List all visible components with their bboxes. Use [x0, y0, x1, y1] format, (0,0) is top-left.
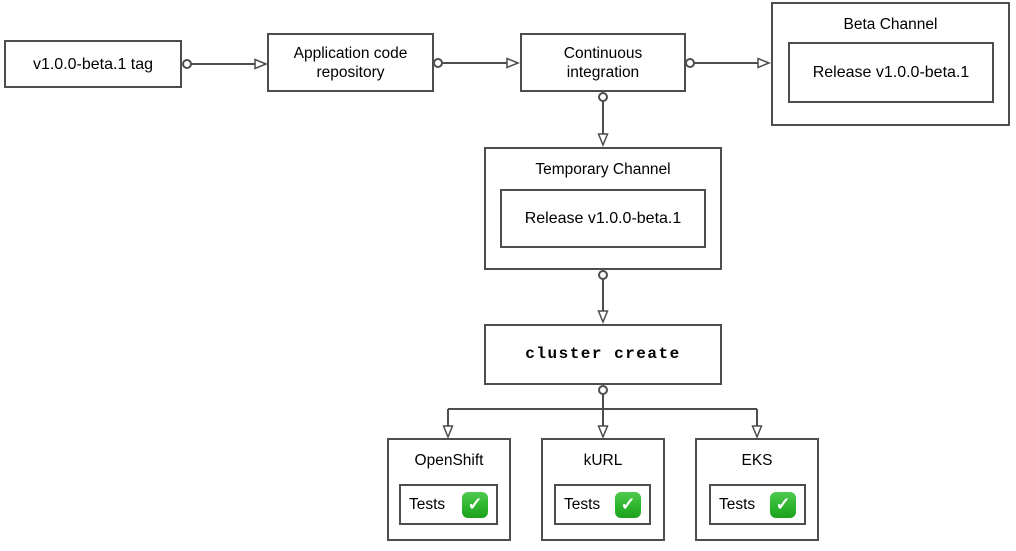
connector-cluster-to-targets [442, 385, 763, 439]
node-temporary-channel: Temporary Channel Release v1.0.0-beta.1 [484, 147, 722, 270]
node-openshift-title: OpenShift [414, 452, 484, 469]
connector-ci-to-beta [685, 57, 771, 69]
connector-tag-to-repo [182, 58, 268, 70]
node-openshift: OpenShift Tests ✓ [387, 438, 511, 541]
node-temporary-release: Release v1.0.0-beta.1 [500, 189, 706, 248]
node-beta-channel: Beta Channel Release v1.0.0-beta.1 [771, 2, 1010, 126]
check-icon-glyph: ✓ [620, 494, 636, 514]
connector-temp-to-cluster [597, 270, 609, 324]
connector-repo-to-ci [433, 57, 520, 69]
node-openshift-tests: Tests ✓ [399, 484, 498, 525]
node-kurl-title: kURL [583, 452, 623, 469]
check-icon-glyph: ✓ [775, 494, 791, 514]
node-eks-title: EKS [741, 452, 773, 469]
check-icon-glyph: ✓ [467, 494, 483, 514]
node-openshift-tests-label: Tests [409, 495, 446, 513]
node-kurl-tests: Tests ✓ [554, 484, 651, 525]
node-version-tag: v1.0.0-beta.1 tag [4, 40, 182, 88]
node-continuous-integration-label: Continuous integration [563, 44, 643, 81]
node-temporary-release-label: Release v1.0.0-beta.1 [524, 209, 682, 227]
node-app-repository-label: Application code repository [293, 44, 408, 81]
node-eks-tests-label: Tests [719, 495, 756, 513]
node-beta-release-label: Release v1.0.0-beta.1 [812, 63, 970, 81]
node-eks: EKS Tests ✓ [695, 438, 819, 541]
node-eks-tests: Tests ✓ [709, 484, 806, 525]
node-continuous-integration: Continuous integration [520, 33, 686, 92]
node-temporary-channel-title: Temporary Channel [535, 161, 671, 178]
check-icon: ✓ [615, 491, 641, 518]
node-app-repository: Application code repository [267, 33, 434, 92]
connector-ci-to-temp [597, 92, 609, 147]
node-version-tag-label: v1.0.0-beta.1 tag [32, 55, 154, 73]
check-icon: ✓ [462, 491, 488, 518]
node-kurl: kURL Tests ✓ [541, 438, 665, 541]
node-beta-release: Release v1.0.0-beta.1 [788, 42, 994, 103]
node-cluster-create: cluster create [484, 324, 722, 385]
check-icon: ✓ [770, 491, 796, 518]
node-kurl-tests-label: Tests [564, 495, 601, 513]
node-cluster-create-label: cluster create [525, 345, 681, 363]
node-beta-channel-title: Beta Channel [843, 16, 938, 33]
